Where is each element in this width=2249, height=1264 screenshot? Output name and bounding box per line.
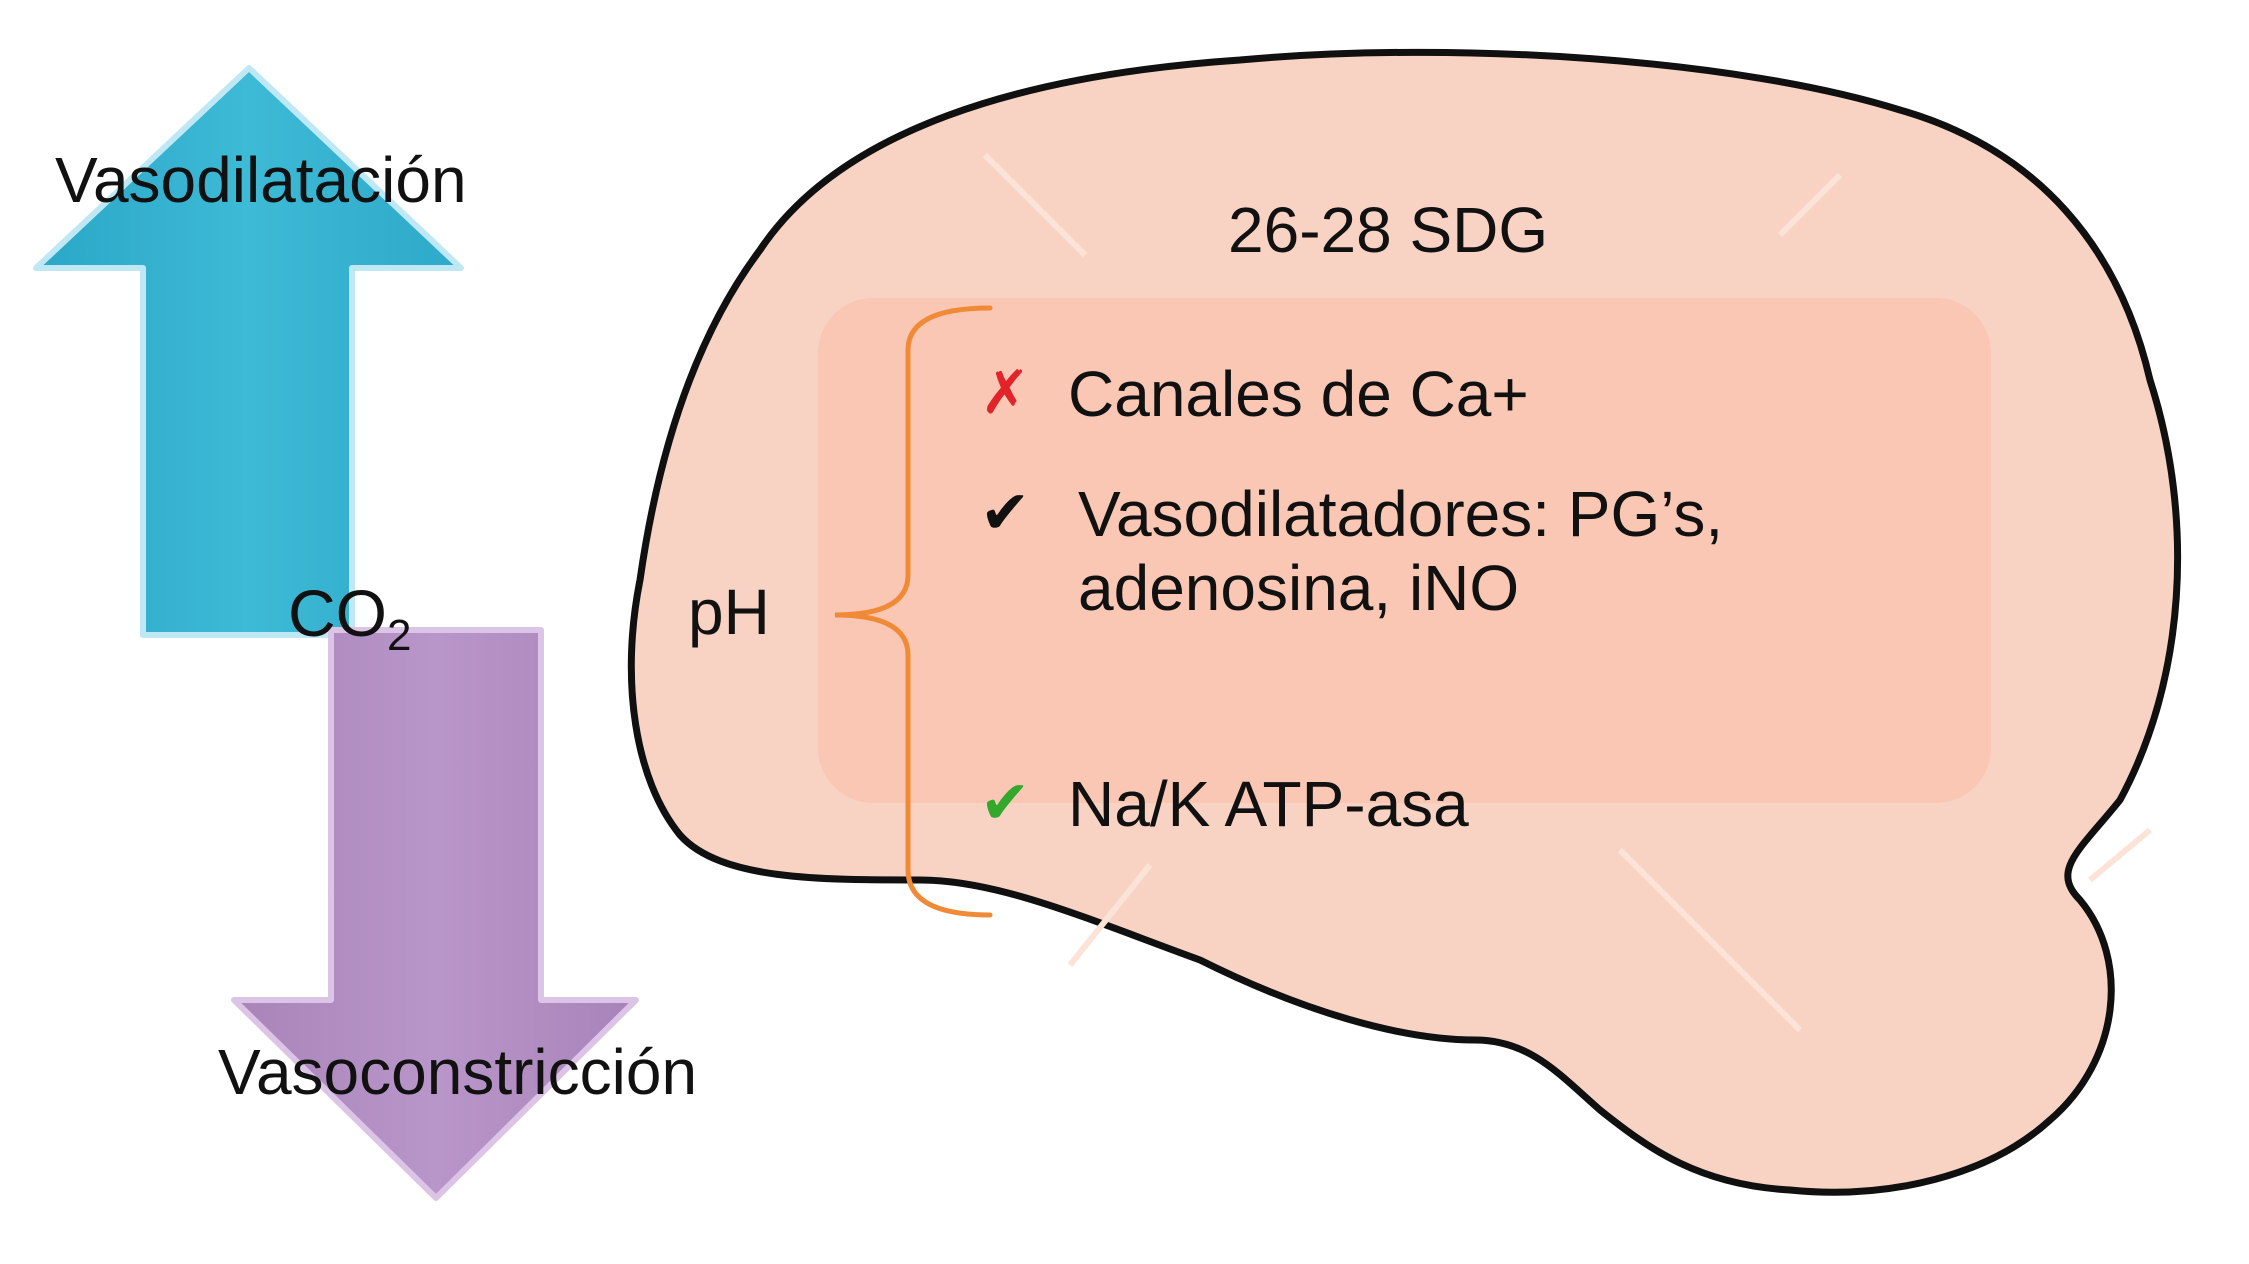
vasodilatation-label: Vasodilatación	[55, 144, 467, 216]
brain-lobe-line	[1067, 863, 1153, 967]
brain-lobe-line	[2088, 827, 2152, 883]
effect-item-na-k-atpase: ✔ Na/K ATP-asa	[980, 768, 1469, 842]
effect-text: Canales de Ca+	[1068, 358, 1529, 430]
cross-icon: ✗	[980, 359, 1031, 426]
co2-subscript: 2	[387, 611, 412, 660]
gestational-age-label: 26-28 SDG	[1228, 194, 1549, 266]
ph-label: pH	[688, 576, 770, 648]
effect-text: Vasodilatadores: PG’s, adenosina, iNO	[1078, 478, 1724, 624]
co2-text: CO	[288, 576, 387, 650]
checkmark-icon: ✔	[980, 479, 1031, 546]
vasoconstriction-label: Vasoconstricción	[218, 1036, 698, 1108]
ph-bracket	[834, 305, 993, 918]
checkmark-icon: ✔	[980, 769, 1031, 836]
down-arrow-icon	[231, 627, 639, 1201]
brain-lobe-line	[982, 152, 1088, 258]
effect-item-calcium-channels: ✗ Canales de Ca+	[980, 358, 1529, 432]
effect-item-vasodilators: ✔ Vasodilatadores: PG’s, adenosina, iNO	[980, 478, 1723, 625]
co2-label: CO2	[288, 580, 411, 658]
effect-text: Na/K ATP-asa	[1068, 768, 1469, 840]
brain-lobe-line	[1777, 172, 1843, 238]
up-arrow-icon	[33, 65, 464, 638]
brain-lobe-line	[1617, 847, 1803, 1033]
effects-panel	[818, 298, 1991, 803]
